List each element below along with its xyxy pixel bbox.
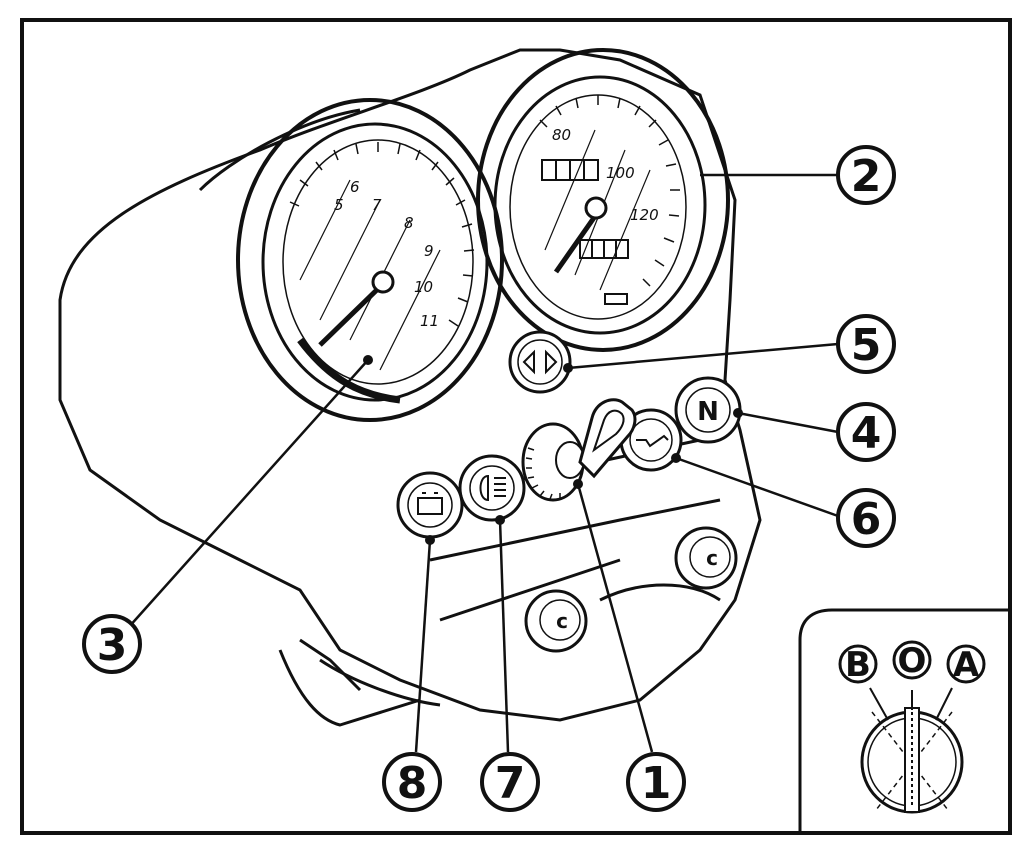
battery-light <box>396 471 464 539</box>
neutral-icon: N <box>697 397 719 427</box>
callout-6-label: 6 <box>851 494 882 545</box>
speed-label-80: 80 <box>552 126 571 144</box>
high-beam-light <box>458 454 526 522</box>
inset-position-o <box>892 640 932 680</box>
speedometer-gauge: 80 100 120 <box>476 48 730 352</box>
tach-label-9: 9 <box>424 242 434 260</box>
callout-2-label: 2 <box>851 151 882 202</box>
ignition-switch <box>521 398 637 502</box>
oil-pressure-light <box>619 408 683 472</box>
headlight-icon <box>479 474 489 502</box>
callout-1-label: 1 <box>641 758 672 809</box>
inset-position-b-label: B <box>845 645 871 685</box>
ignition-key <box>578 398 637 479</box>
inset-position-b <box>838 644 878 684</box>
callout-7-label: 7 <box>495 758 526 809</box>
callout-1: 1 <box>626 752 686 812</box>
tach-label-11: 11 <box>420 312 439 330</box>
inset-position-a <box>946 644 986 684</box>
callout-4: 4 <box>836 402 896 462</box>
instrument-housing <box>58 48 762 727</box>
tach-label-6: 6 <box>350 178 360 196</box>
callout-7: 7 <box>480 752 540 812</box>
battery-icon <box>417 497 443 515</box>
odometer-window <box>541 159 599 181</box>
turn-signal-icon <box>522 349 558 375</box>
knob-right-letter: c <box>706 546 718 570</box>
callout-8-label: 8 <box>397 758 428 809</box>
tach-label-5: 5 <box>334 196 344 214</box>
speed-label-120: 120 <box>630 206 659 224</box>
callout-4-label: 4 <box>851 408 882 459</box>
speed-label-100: 100 <box>606 164 635 182</box>
inset-position-o-label: O <box>898 641 927 681</box>
callout-8: 8 <box>382 752 442 812</box>
neutral-light: N <box>674 376 742 444</box>
leader-dots <box>363 355 743 545</box>
tachometer-ticks <box>289 142 475 327</box>
tachometer-needle <box>318 280 387 347</box>
trip-meter-window <box>579 239 629 259</box>
clock-adjust-knob-right: c <box>674 526 738 590</box>
leader-lines <box>127 173 839 753</box>
turn-signal-light <box>508 330 572 394</box>
callout-5-label: 5 <box>851 320 882 371</box>
oil-can-icon <box>636 434 669 448</box>
callout-2: 2 <box>836 145 896 205</box>
callout-5: 5 <box>836 314 896 374</box>
knob-left-letter: c <box>556 609 568 633</box>
clock-adjust-knob-left: c <box>524 589 588 653</box>
speedometer-hub <box>584 196 608 220</box>
callout-6: 6 <box>836 488 896 548</box>
trip-reset-knob <box>604 293 628 305</box>
tachometer-hub <box>371 270 395 294</box>
speedometer-ticks <box>539 95 680 287</box>
speedometer-needle <box>553 210 601 274</box>
tach-label-10: 10 <box>414 278 433 296</box>
callout-3-label: 3 <box>97 620 128 671</box>
tachometer-gauge: 5 6 7 8 9 10 11 <box>236 98 504 422</box>
inset-position-a-label: A <box>953 645 980 685</box>
callout-3: 3 <box>82 614 142 674</box>
figure-border <box>20 18 1012 835</box>
key-position-inset: B O A <box>798 608 1010 832</box>
